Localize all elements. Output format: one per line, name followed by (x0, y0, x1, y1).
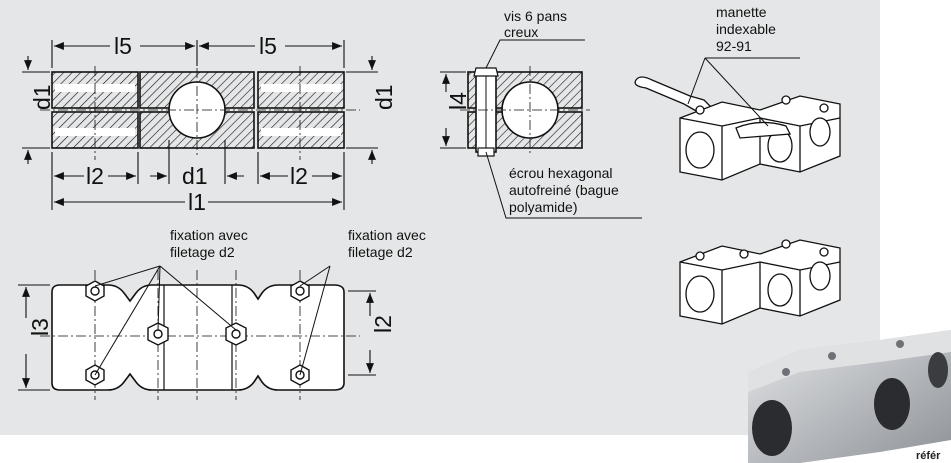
front-view-dimension-labels: l5 l5 d1 d1 l2 d1 l2 l1 (29, 33, 397, 215)
dim-l4: l4 (445, 92, 471, 110)
manette-label-line2: indexable (716, 21, 776, 37)
front-view-centerlines (40, 66, 360, 160)
side-section-view (467, 67, 583, 157)
plan-view-bolts (85, 280, 310, 386)
fixation-right-line2: filetage d2 (348, 244, 413, 260)
dim-l2-plan: l2 (370, 315, 396, 333)
front-view-dimensions (22, 40, 378, 210)
ecrou-label-line3: polyamide) (509, 199, 577, 215)
dim-l1: l1 (188, 189, 206, 215)
dim-d1-center: d1 (182, 163, 208, 189)
fixation-left-line2: filetage d2 (170, 244, 235, 260)
vis-label-line2: creux (504, 24, 538, 40)
vis-callout-leader (485, 39, 585, 69)
reference-text: référ (916, 450, 941, 462)
vis-label-line1: vis 6 pans (504, 8, 567, 24)
dim-l3: l3 (27, 318, 53, 336)
side-section-centerlines (460, 66, 590, 156)
product-photo (748, 330, 951, 463)
ecrou-callout-leader (485, 151, 642, 219)
ecrou-label-line2: autofreiné (bague (509, 182, 619, 198)
dim-l5-left: l5 (114, 33, 132, 59)
fixation-left-line1: fixation avec (170, 227, 248, 243)
manette-callout-leader (687, 57, 800, 127)
fixation-right-line1: fixation avec (348, 227, 426, 243)
fixation-callout-leaders (94, 265, 331, 376)
side-section-dimensions (440, 71, 466, 149)
ecrou-label-line1: écrou hexagonal (509, 165, 613, 181)
dim-d1-right: d1 (371, 84, 397, 110)
iso-view-with-handle (634, 76, 841, 181)
dim-l5-right: l5 (259, 33, 277, 59)
iso-view-without-handle (679, 239, 841, 325)
manette-label-line1: manette (716, 4, 767, 20)
dim-d1-left: d1 (29, 84, 55, 110)
plan-view-dimensions (18, 284, 376, 391)
manette-label-line3: 92-91 (716, 38, 752, 54)
dim-l2-left: l2 (86, 163, 104, 189)
dim-l2-right: l2 (290, 163, 308, 189)
